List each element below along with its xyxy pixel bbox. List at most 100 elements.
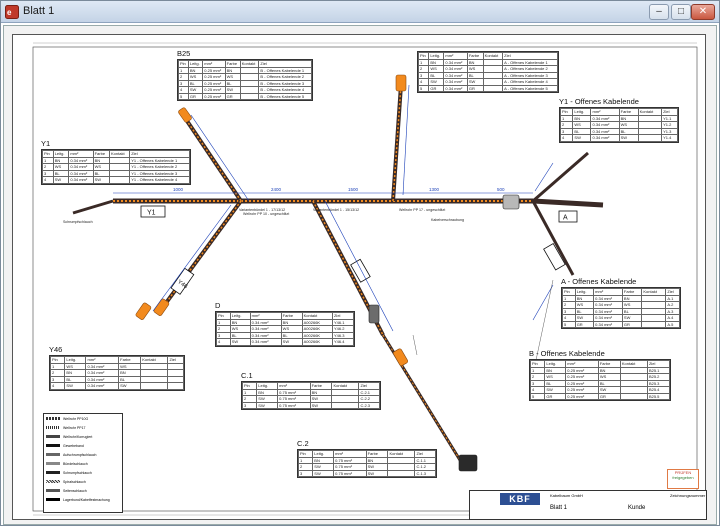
dim-value-5: 500 <box>497 187 505 192</box>
box-b <box>543 243 566 271</box>
maximize-button[interactable]: □ <box>671 4 691 20</box>
drawing-canvas[interactable]: 1000 2400 1500 1300 500 Y1 A Y46 Varia <box>3 25 717 525</box>
connector-b25 <box>178 107 192 123</box>
harness-drawing[interactable]: 1000 2400 1500 1300 500 Y1 A Y46 Varia <box>13 35 707 521</box>
box-y46 <box>170 267 195 295</box>
branch-a-top-stripe <box>392 84 402 202</box>
caption-variante-2: Variantenbündel 1 - 15/13/12 <box>313 208 359 212</box>
branch-b-right <box>531 200 575 276</box>
legend-item: Bündelschlauch <box>44 459 122 468</box>
connector-y46b <box>135 302 152 320</box>
legend-item: Lagerbund/Kabelfestmachung <box>44 495 122 504</box>
close-button[interactable]: ✕ <box>691 4 715 20</box>
stamp-text: PRÜFEN <box>674 470 692 475</box>
dim-value-4: 1300 <box>429 187 440 192</box>
caption-wellrohr-2: Wellrohr PP 17 - ungeschlitzt <box>399 208 445 212</box>
minimize-button[interactable]: – <box>649 4 669 20</box>
table-b-open-title: B - Offenes Kabelende <box>529 349 605 358</box>
bundle-captions: Variantenbündel 1 - 17/13/12 Variantenbü… <box>63 208 464 224</box>
table-y1-open-title: Y1 - Offenes Kabelende <box>559 97 639 106</box>
connector-c1 <box>393 348 409 366</box>
legend-item: Gewebeband <box>44 441 122 450</box>
box-a-label: A <box>563 215 568 222</box>
legend-item: Seitenschlauch <box>44 486 122 495</box>
branch-a-right <box>532 198 604 208</box>
e3-app-icon: e <box>5 5 19 19</box>
box-y1-label: Y1 <box>147 210 156 217</box>
approval-stamp: PRÜFEN freigegeben <box>667 469 699 489</box>
branch-b25-stripe <box>182 114 242 202</box>
inner-frame <box>32 46 698 512</box>
box-a <box>558 210 578 223</box>
dim-value-2: 2400 <box>271 187 282 192</box>
table-c2-title: C.2 <box>297 439 309 448</box>
table-y1-title: Y1 <box>41 139 51 148</box>
box-y46-label: Y46 <box>176 279 189 290</box>
dim-value-1: 1000 <box>173 187 184 192</box>
dim-value-3: 1500 <box>348 187 359 192</box>
svg-text:e: e <box>7 8 12 17</box>
table-c1-title: C.1 <box>241 371 253 380</box>
title-drawing-no: Zeichnungsnummer <box>670 493 706 498</box>
kbf-logo: KBF <box>500 493 540 505</box>
leader-lines <box>412 279 554 366</box>
branch-y1-left <box>72 199 114 215</box>
table-d-title: D <box>215 301 221 310</box>
connector-c2 <box>458 454 478 472</box>
stamp-sub: freigegeben <box>672 475 694 480</box>
table-b25-title: B25 <box>177 49 191 58</box>
connector-a-top <box>395 74 407 92</box>
legend-item: Spiralschlauch <box>44 477 122 486</box>
maximize-icon: □ <box>677 6 685 17</box>
drawing-sheet[interactable]: 1000 2400 1500 1300 500 Y1 A Y46 Varia <box>12 34 707 521</box>
box-y1 <box>140 205 166 218</box>
connectors <box>135 74 409 366</box>
caption-kabel: Kabelverschraubung <box>431 218 464 222</box>
box-d-cable <box>350 258 371 283</box>
caption-wellrohr-1: Wellrohr PP 10 - ungeschlitzt <box>243 212 289 216</box>
legend-item: Schrumpfschlauch <box>44 468 122 477</box>
title-block: KBF Kabelbaum GmbH Blatt 1 Kunde Zeichnu… <box>469 490 707 520</box>
branch-y46-stripe <box>162 200 242 308</box>
dimension-lines <box>113 84 554 332</box>
legend-item: Wellrohr PP10G <box>44 414 122 423</box>
legend-item: Aufschrumpfschlauch <box>44 450 122 459</box>
legend-item: Wellrohr/Korrugiert <box>44 432 122 441</box>
title-bar[interactable]: e Blatt 1 – □ ✕ <box>1 1 719 23</box>
table-a-open-title: A - Offenes Kabelende <box>561 277 637 286</box>
dimension-values: 1000 2400 1500 1300 500 <box>173 187 505 192</box>
